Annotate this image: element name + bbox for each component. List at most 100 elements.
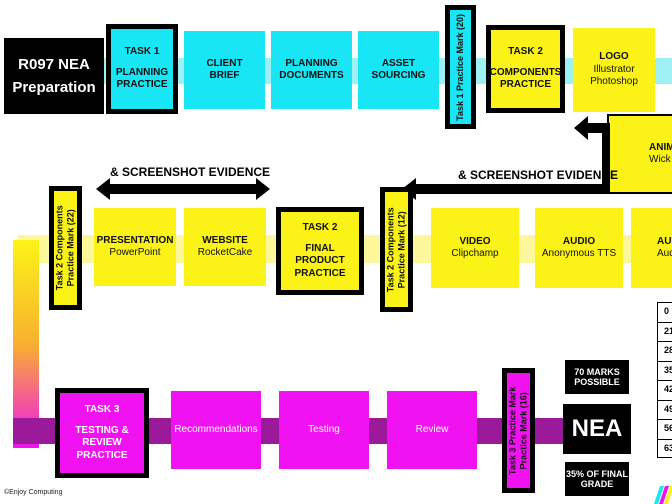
table-cell: 21 (657, 321, 672, 341)
video-box: VIDEO Clipchamp (431, 208, 519, 288)
task2final-line2: PRACTICE (294, 267, 346, 279)
grade-line2: GRADE (580, 479, 614, 489)
page-title: R097 NEA Preparation (4, 38, 104, 114)
task2-line1: COMPONENTS (489, 66, 562, 78)
asset-line2: SOURCING (371, 70, 426, 81)
nea-label: NEA (563, 404, 631, 454)
video-line1: VIDEO (459, 235, 491, 247)
logo-box: LOGO Illustrator Photoshop (573, 28, 655, 112)
client-line1: CLIENT (206, 57, 243, 69)
logo-stripe-magenta (659, 486, 669, 504)
logo-line3: Photoshop (590, 76, 638, 88)
task1-heading: TASK 1 (124, 46, 160, 58)
planning-line2: DOCUMENTS (279, 70, 344, 81)
left-connector (13, 240, 39, 448)
mark12-line1: Task 2 Components (385, 207, 396, 292)
marks-line1: 70 MARKS (574, 367, 620, 377)
marks-possible-badge: 70 MARKS POSSIBLE (565, 360, 629, 394)
task3-heading: TASK 3 (84, 404, 120, 415)
task2-heading: TASK 2 (508, 46, 543, 58)
copyright-text: ©Enjoy Computing (4, 489, 63, 496)
right-connector-bar (602, 130, 610, 194)
audio-line2: Anonymous TTS (541, 248, 617, 259)
table-cell: 49 (657, 399, 672, 419)
enjoy-computing-logo-icon (654, 486, 672, 504)
marks-line2: POSSIBLE (574, 377, 620, 387)
logo-line2: Illustrator (593, 63, 635, 75)
evidence-label-left: & SCREENSHOT EVIDENCE (110, 165, 271, 179)
logo-line1: LOGO (599, 51, 629, 63)
animation-box: ANIM Wick (607, 114, 672, 194)
client-line2: BRIEF (209, 70, 240, 81)
website-line2: RocketCake (197, 247, 253, 258)
website-box: WEBSITE RocketCake (184, 208, 266, 286)
presentation-line1: PRESENTATION (96, 234, 174, 246)
client-brief-box: CLIENT BRIEF (184, 31, 265, 109)
task3-testing-review-box: TASK 3 TESTING & REVIEW PRACTICE (55, 388, 149, 478)
final-grade-badge: 35% OF FINAL GRADE (565, 462, 629, 496)
task2final-line1: FINAL PRODUCT (295, 242, 345, 267)
anim-line2: Wick (649, 154, 671, 165)
anim-line1: ANIM (649, 141, 672, 153)
audio-line1: AUDIO (562, 235, 596, 247)
row1-return-arrow (574, 116, 610, 140)
logo-stripe-yellow (664, 486, 672, 504)
testing-label: Testing (308, 423, 340, 435)
planning-documents-box: PLANNING DOCUMENTS (271, 31, 352, 109)
task2-final-product-box: TASK 2 FINAL PRODUCT PRACTICE (276, 207, 364, 295)
evidence-left-arrow (402, 178, 608, 200)
title-line1: R097 NEA (18, 56, 90, 73)
presentation-box: PRESENTATION PowerPoint (94, 208, 176, 286)
table-cell: 35 (657, 360, 672, 380)
audio2-line1: AU (657, 235, 672, 247)
audio2-box: AU Audi (631, 208, 672, 288)
task1-practice-mark: Task 1 Practice Mark (20) (445, 5, 476, 129)
table-cell: 0 (657, 302, 672, 322)
evidence-label-right: & SCREENSHOT EVIDENCE (458, 168, 619, 182)
asset-sourcing-box: ASSET SOURCING (358, 31, 439, 109)
mark12-line2: Practice Mark (12) (396, 210, 407, 289)
mark16-line1: Task 3 Practice Mark (507, 386, 518, 475)
task2final-heading: TASK 2 (302, 222, 338, 233)
arrow-left-head (574, 116, 610, 140)
grade-line1: 35% OF FINAL (565, 469, 628, 479)
testing-box: Testing (279, 391, 369, 469)
evidence-double-arrow (96, 178, 270, 200)
logo-stripe-cyan (654, 486, 664, 504)
task3-line1: TESTING & REVIEW (75, 424, 129, 449)
task2-components-box: TASK 2 COMPONENTS PRACTICE (486, 25, 565, 113)
table-cell: 56 (657, 419, 672, 439)
task1-planning-box: TASK 1 PLANNING PRACTICE (106, 24, 178, 114)
table-cell: 42 (657, 380, 672, 400)
grade-boundary-table: 0 21 28 35 42 49 56 63 (657, 302, 672, 458)
table-cell: 28 (657, 341, 672, 361)
mark16-line2: Practice Mark (16) (518, 391, 529, 470)
audio-box: AUDIO Anonymous TTS (535, 208, 623, 288)
double-arrow-shape (96, 178, 270, 200)
recommendations-label: Recommendations (174, 423, 258, 435)
task3-line2: PRACTICE (76, 449, 128, 461)
asset-line1: ASSET (381, 57, 416, 69)
table-cell: 63 (657, 438, 672, 458)
audio2-line2: Audi (657, 248, 672, 259)
mark22-line2: Practice Mark (22) (65, 209, 76, 287)
left-arrow-shape (402, 178, 608, 200)
planning-line1: PLANNING (285, 57, 338, 69)
review-label: Review (415, 423, 449, 435)
review-box: Review (387, 391, 477, 469)
recommendations-box: Recommendations (171, 391, 261, 469)
website-line1: WEBSITE (202, 234, 248, 246)
presentation-line2: PowerPoint (109, 247, 161, 258)
task1-line1: PLANNING (115, 66, 169, 78)
video-line2: Clipchamp (451, 248, 499, 259)
task1-line2: PRACTICE (116, 79, 168, 91)
title-line2: Preparation (12, 79, 96, 96)
task2-line2: PRACTICE (499, 79, 552, 91)
mark22-line1: Task 2 Components (54, 205, 65, 291)
